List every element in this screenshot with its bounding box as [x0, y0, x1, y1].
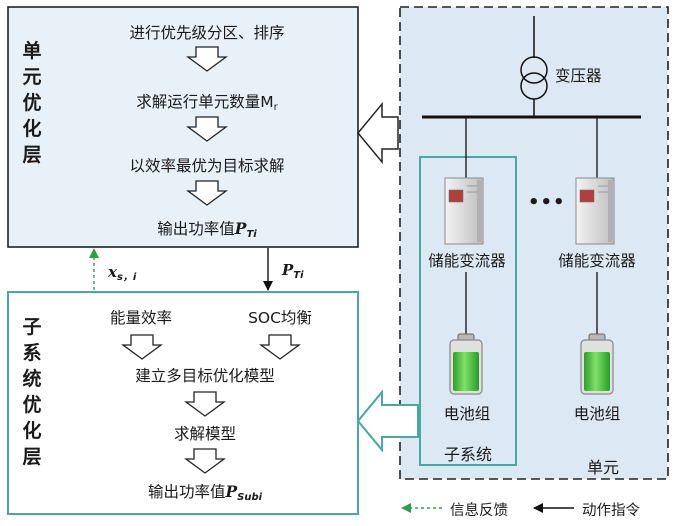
command-label: PTi — [282, 261, 304, 281]
subsystem-step-3: 输出功率值PSubi — [147, 482, 263, 503]
subsystem-layer-box — [7, 291, 359, 515]
pcs-label-right: 储能变流器 — [558, 252, 636, 270]
feedback-label: xs，i — [108, 263, 137, 283]
flow-arrow — [186, 180, 228, 206]
battery-icon-left — [449, 333, 483, 395]
unit-step-3: 以效率最优为目标求解 — [129, 157, 285, 175]
unit-to-layer-arrow — [357, 101, 399, 165]
flow-arrow — [186, 46, 228, 72]
subsystem-to-layer-arrow — [356, 389, 419, 453]
ellipsis: ••• — [528, 192, 566, 213]
legend-feedback-label: 信息反馈 — [450, 503, 508, 519]
battery-label-right: 电池组 — [573, 405, 621, 423]
subsystem-step-1: 建立多目标优化模型 — [135, 367, 275, 385]
flow-arrow — [184, 391, 226, 417]
flow-arrow — [259, 334, 301, 360]
subsystem-box — [419, 156, 517, 466]
unit-layer-box — [7, 6, 359, 248]
input-soc-balance: SOC均衡 — [248, 309, 312, 327]
input-energy-efficiency: 能量效率 — [109, 309, 173, 327]
pcs-icon-left — [444, 177, 484, 245]
subsystem-flow-arrows — [121, 334, 301, 474]
transformer-label: 变压器 — [555, 67, 602, 85]
unit-step-4: 输出功率值PTi — [157, 219, 257, 240]
unit-label: 单元 — [586, 458, 620, 477]
subsystem-label: 子系统 — [443, 445, 493, 464]
battery-icon-right — [580, 333, 614, 395]
unit-step-1: 进行优先级分区、排序 — [129, 24, 285, 42]
subsystem-step-2: 求解模型 — [173, 425, 237, 443]
unit-box — [399, 6, 669, 480]
unit-flow-arrows — [186, 46, 228, 206]
pcs-label-left: 储能变流器 — [428, 252, 506, 270]
flow-arrow — [186, 116, 228, 142]
flow-arrow — [121, 334, 163, 360]
pcs-icon-right — [575, 177, 615, 245]
legend-command-label: 动作指令 — [582, 503, 640, 519]
unit-layer-title: 单 元 优 化 层 — [22, 40, 42, 166]
subsystem-layer-title: 子 系 统 优 化 层 — [22, 316, 42, 468]
flow-arrow — [184, 448, 226, 474]
transformer-icon — [520, 16, 548, 116]
unit-step-2: 求解运行单元数量Mr — [136, 93, 278, 113]
battery-label-left: 电池组 — [443, 405, 491, 423]
